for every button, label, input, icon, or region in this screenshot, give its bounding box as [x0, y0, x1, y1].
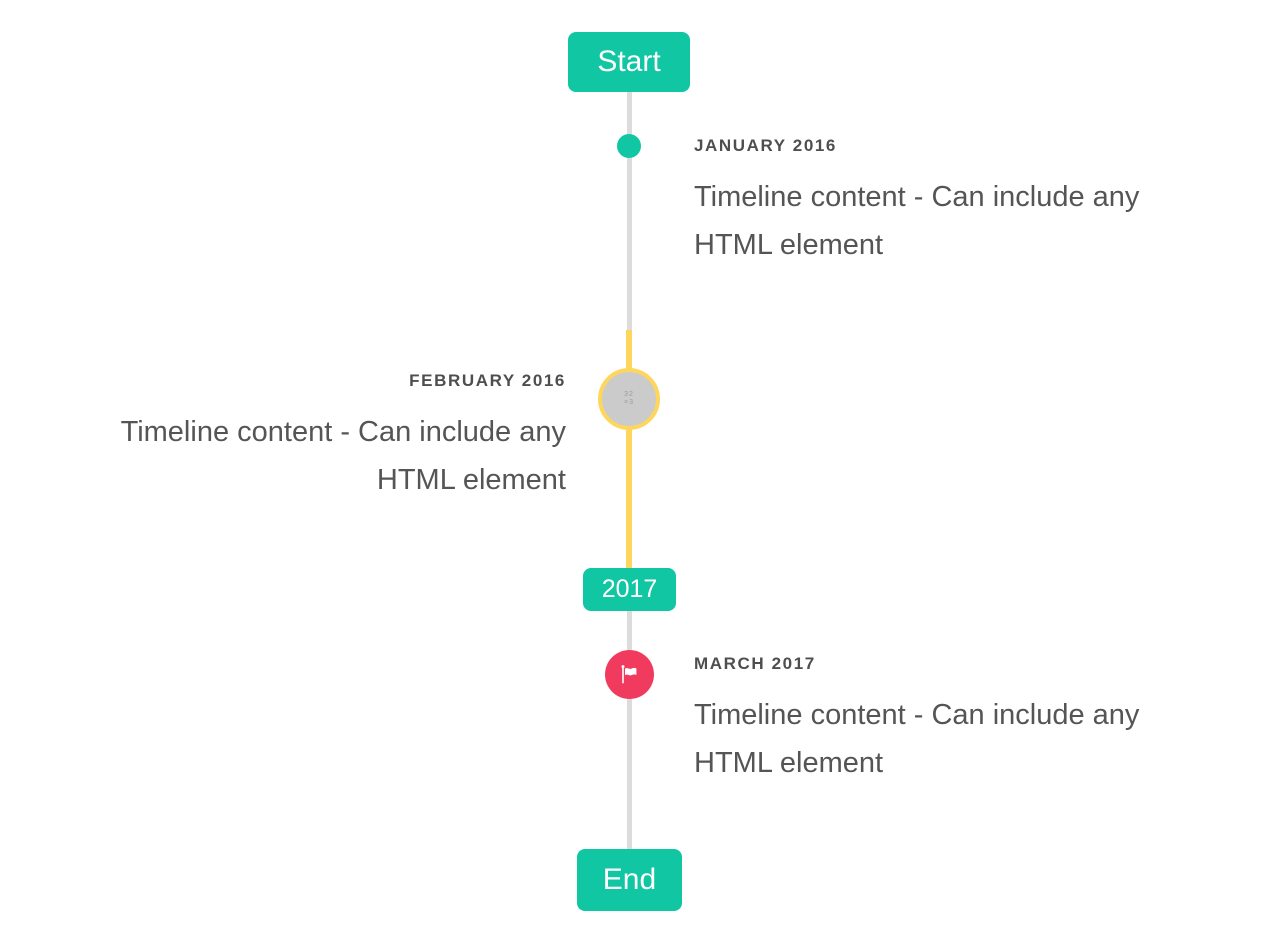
flag-icon	[618, 663, 642, 687]
year-badge-2017[interactable]: 2017	[583, 568, 676, 611]
timeline-marker-flag-circle	[605, 650, 654, 699]
timeline-marker-dot	[617, 134, 641, 158]
broken-image-icon: 32 ×3	[624, 391, 634, 406]
start-badge-label: Start	[597, 45, 661, 78]
end-badge[interactable]: End	[577, 849, 682, 911]
item-content: Timeline content - Can include any HTML …	[120, 416, 566, 496]
item-date-january-2016: JANUARY 2016	[694, 136, 837, 155]
item-content: Timeline content - Can include any HTML …	[694, 181, 1140, 261]
end-badge-label: End	[602, 863, 657, 896]
timeline-marker-image-circle: 32 ×3	[598, 368, 660, 430]
item-date-february-2016: FEBRUARY 2016	[409, 371, 566, 390]
year-badge-label: 2017	[601, 575, 658, 603]
timeline-line-highlighted-segment	[626, 330, 632, 568]
start-badge[interactable]: Start	[568, 32, 690, 92]
item-date-march-2017: MARCH 2017	[694, 654, 816, 673]
item-content: Timeline content - Can include any HTML …	[694, 699, 1140, 779]
